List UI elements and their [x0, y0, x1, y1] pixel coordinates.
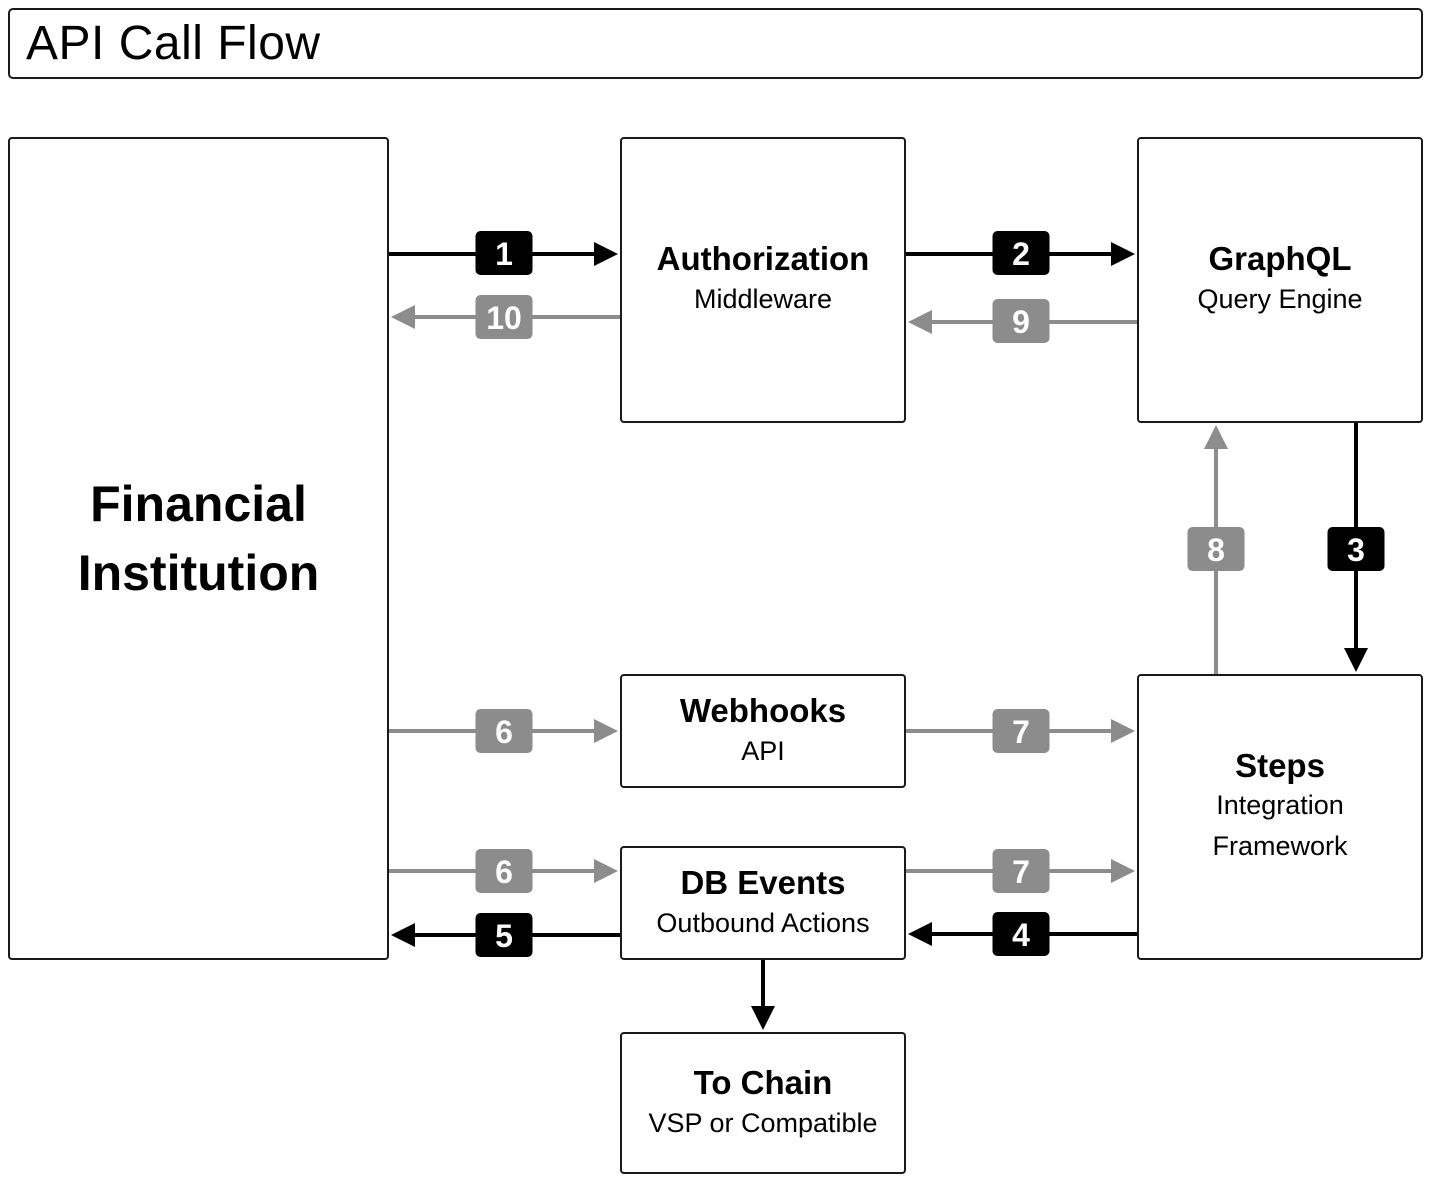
edge-badge-e6b [475, 849, 533, 893]
node-webhooks: Webhooks API [620, 674, 906, 788]
edge-e6b: 6 [389, 849, 618, 893]
edge-arrowhead-e9 [908, 310, 932, 334]
edge-arrowhead-e4 [908, 922, 932, 946]
edge-arrowhead-e5 [391, 923, 415, 947]
edge-label-e4: 4 [1012, 917, 1030, 953]
edge-e7b: 7 [906, 849, 1135, 893]
edge-arrowhead-e11 [751, 1006, 775, 1030]
edge-e6a: 6 [389, 709, 618, 753]
node-authorization-subtitle: Middleware [693, 283, 833, 314]
edge-badge-e2 [992, 231, 1050, 275]
edge-arrowhead-e10 [391, 305, 415, 329]
node-webhooks-subtitle: API [741, 735, 785, 766]
edge-arrowhead-e6b [594, 859, 618, 883]
edge-label-e3: 3 [1347, 532, 1365, 568]
edge-arrowhead-e3 [1344, 648, 1368, 672]
edge-label-e6b: 6 [495, 854, 513, 890]
edge-e3: 3 [1327, 423, 1385, 672]
node-db-events-subtitle: Outbound Actions [656, 907, 870, 938]
node-webhooks-title: Webhooks [679, 691, 847, 729]
edge-badge-e4 [992, 912, 1050, 956]
edge-badge-e6a [475, 709, 533, 753]
edge-badge-e8 [1187, 527, 1245, 571]
edge-e7a: 7 [906, 709, 1135, 753]
edge-arrowhead-e1 [594, 242, 618, 266]
edge-arrowhead-e2 [1111, 242, 1135, 266]
edge-e4: 4 [908, 912, 1137, 956]
edge-arrowhead-e7a [1111, 719, 1135, 743]
edge-e8: 8 [1187, 425, 1245, 674]
edge-label-e2: 2 [1012, 236, 1030, 272]
node-authorization: Authorization Middleware [620, 137, 906, 423]
edge-badge-e3 [1327, 527, 1385, 571]
node-steps: Steps Integration Framework [1137, 674, 1423, 960]
node-authorization-title: Authorization [656, 240, 870, 277]
edge-badge-e1 [475, 231, 533, 275]
node-db-events-title: DB Events [680, 863, 846, 901]
node-financial-institution: Financial Institution [8, 137, 389, 960]
edge-e11 [751, 960, 775, 1030]
node-steps-subtitle-line-2: Framework [1212, 830, 1348, 861]
node-to-chain-subtitle: VSP or Compatible [648, 1107, 878, 1138]
node-financial-institution-line-2: Institution [77, 544, 320, 601]
diagram-title-bar: API Call Flow [8, 8, 1423, 79]
edge-label-e6a: 6 [495, 714, 513, 750]
edge-badge-e9 [992, 299, 1050, 343]
edge-badge-e7b [992, 849, 1050, 893]
edge-e10: 10 [391, 295, 620, 339]
edge-e2: 2 [906, 231, 1135, 275]
node-financial-institution-line-1: Financial [90, 475, 307, 532]
node-graphql-subtitle: Query Engine [1197, 283, 1363, 314]
edge-label-e7b: 7 [1012, 854, 1030, 890]
diagram-title: API Call Flow [26, 17, 321, 70]
edge-label-e10: 10 [486, 300, 522, 336]
edge-label-e7a: 7 [1012, 714, 1030, 750]
node-to-chain: To Chain VSP or Compatible [620, 1032, 906, 1174]
edge-arrowhead-e7b [1111, 859, 1135, 883]
edge-badge-e5 [475, 913, 533, 957]
edge-label-e1: 1 [495, 236, 513, 272]
edge-badge-e7a [992, 709, 1050, 753]
node-to-chain-title: To Chain [693, 1063, 833, 1101]
edge-label-e8: 8 [1207, 532, 1225, 568]
edge-label-e9: 9 [1012, 304, 1030, 340]
edge-e1: 1 [389, 231, 618, 275]
edge-badge-e10 [475, 295, 533, 339]
edge-arrowhead-e6a [594, 719, 618, 743]
node-graphql-title: GraphQL [1208, 240, 1352, 277]
node-graphql: GraphQL Query Engine [1137, 137, 1423, 423]
node-db-events: DB Events Outbound Actions [620, 846, 906, 960]
node-steps-subtitle-line-1: Integration [1216, 790, 1344, 821]
node-steps-title: Steps [1235, 746, 1325, 784]
edge-e5: 5 [391, 913, 620, 957]
edge-arrowhead-e8 [1204, 425, 1228, 449]
edge-label-e5: 5 [495, 918, 513, 954]
edge-e9: 9 [908, 299, 1137, 343]
